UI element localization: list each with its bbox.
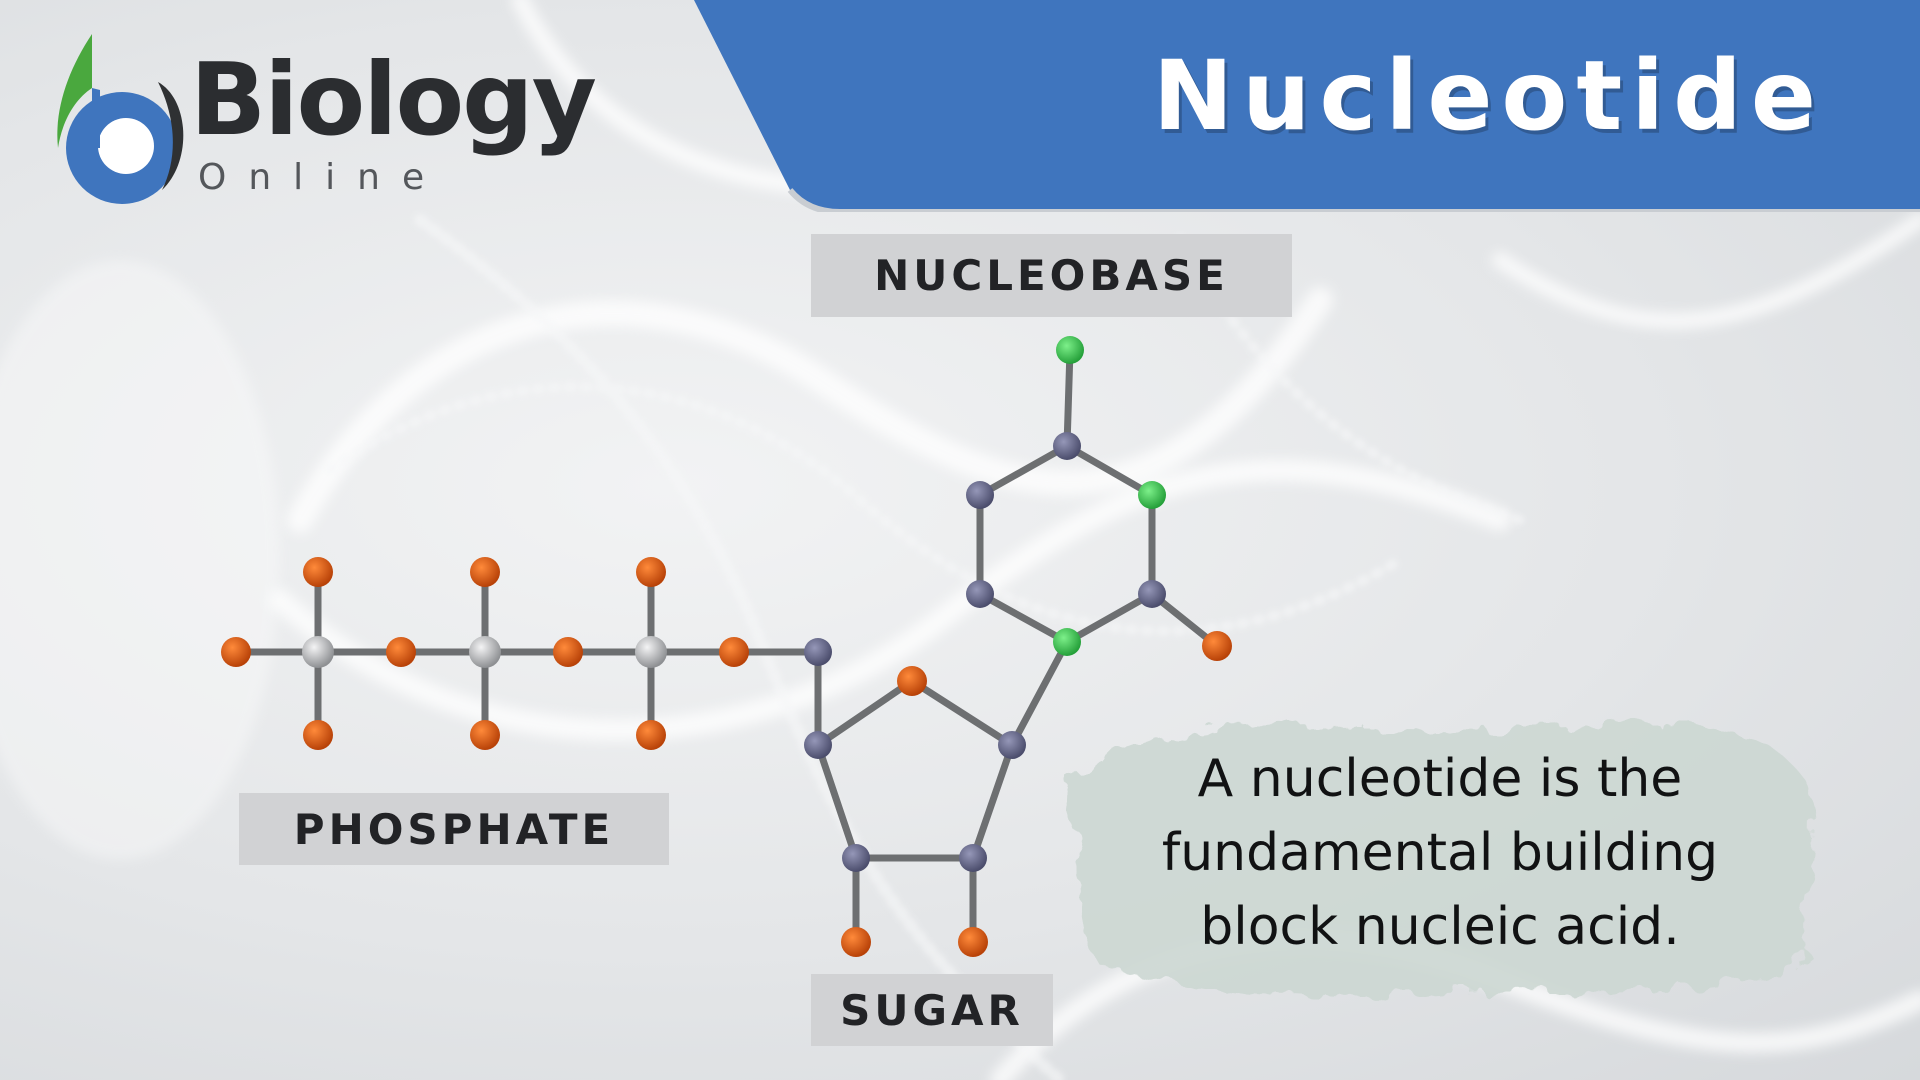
atoms [221, 336, 1232, 957]
carbon-atom [804, 638, 832, 666]
oxygen-atom [636, 720, 666, 750]
nucleobase-label: NUCLEOBASE [811, 234, 1292, 317]
caption-line-3: block nucleic acid. [1200, 897, 1680, 957]
caption-line-1: A nucleotide is the [1197, 749, 1683, 809]
caption-line-2: fundamental building [1161, 823, 1719, 883]
carbon-atom [966, 481, 994, 509]
oxygen-atom [958, 927, 988, 957]
oxygen-atom [1202, 631, 1232, 661]
phosphorus-atom [635, 636, 667, 668]
carbon-atom [804, 731, 832, 759]
oxygen-atom [636, 557, 666, 587]
carbon-atom [966, 580, 994, 608]
phosphate-label: PHOSPHATE [239, 793, 669, 865]
title-banner [694, 0, 1920, 212]
oxygen-atom [897, 666, 927, 696]
oxygen-atom [470, 720, 500, 750]
logo-subtitle: Online [198, 157, 447, 198]
nitrogen-atom [1138, 481, 1166, 509]
biology-online-logo: Biology Online [40, 30, 600, 210]
carbon-atom [842, 844, 870, 872]
sugar-label: SUGAR [811, 974, 1053, 1046]
oxygen-atom [553, 637, 583, 667]
caption-text: A nucleotide is the fundamental building… [1120, 742, 1760, 964]
oxygen-atom [719, 637, 749, 667]
carbon-atom [1053, 432, 1081, 460]
nitrogen-atom [1056, 336, 1084, 364]
nitrogen-atom [1053, 628, 1081, 656]
phosphorus-atom [302, 636, 334, 668]
oxygen-atom [303, 557, 333, 587]
page-title: Nucleotide [1152, 40, 1825, 152]
oxygen-atom [470, 557, 500, 587]
logo-wordmark: Biology [190, 41, 597, 158]
carbon-atom [1138, 580, 1166, 608]
carbon-atom [959, 844, 987, 872]
caption-brush-background [1069, 722, 1814, 997]
oxygen-atom [841, 927, 871, 957]
phosphorus-atom [469, 636, 501, 668]
oxygen-atom [221, 637, 251, 667]
oxygen-atom [303, 720, 333, 750]
carbon-atom [998, 731, 1026, 759]
oxygen-atom [386, 637, 416, 667]
biology-online-leaf-b-icon [57, 34, 184, 204]
